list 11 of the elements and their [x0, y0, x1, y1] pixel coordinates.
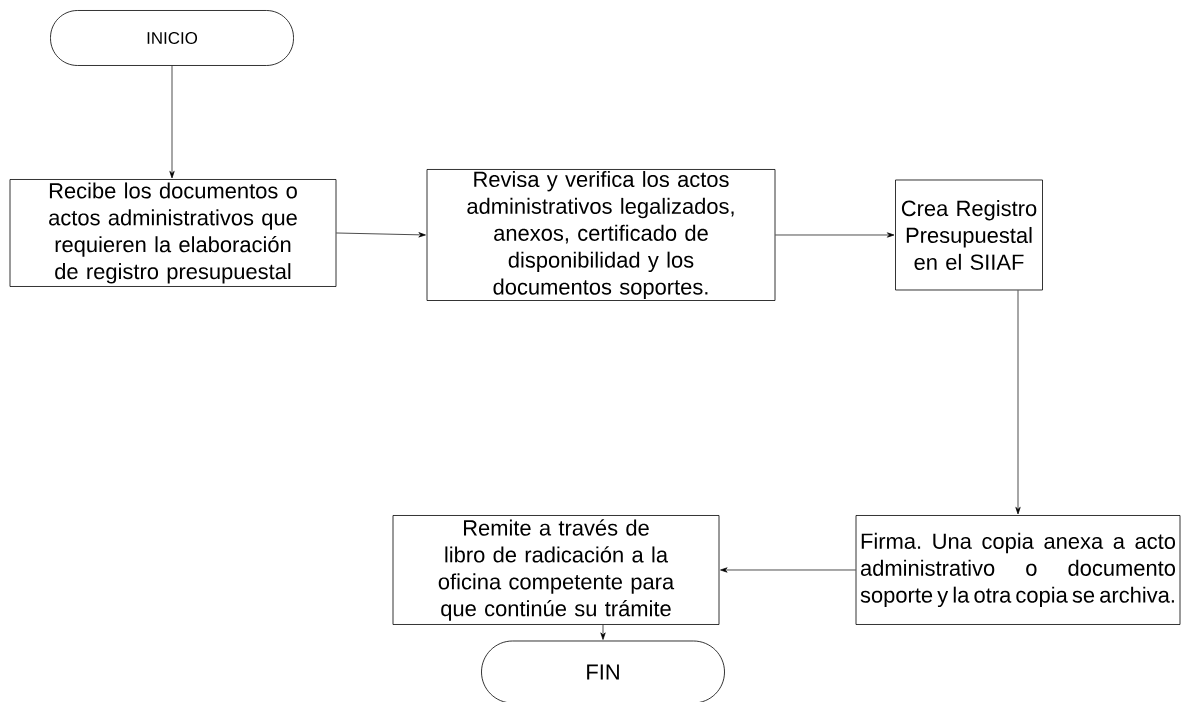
process-box: Revisa y verifica los actos administrativos legalizados, anexos, certificado de disponibilidad y los documentos soportes.: [426, 169, 776, 301]
arrow: [600, 624, 606, 640]
arrow: [169, 65, 175, 179]
arrow: [336, 232, 426, 238]
process-box: Firma. Una copia anexa a acto administrativo o documento soporte y la otra copia se archiva.: [855, 515, 1181, 625]
arrow: [1015, 290, 1021, 515]
process-box: Remite a través de libro de radicación a la oficina competente para que continúe su trámite: [392, 515, 720, 625]
process-box: Recibe los documentos o actos administrativos que requieren la elaboración de registro presupuestal: [9, 179, 337, 287]
arrow: [775, 232, 895, 238]
process-box: Crea Registro Presupuestal en el SIIAF: [895, 179, 1043, 291]
arrow: [720, 567, 856, 573]
